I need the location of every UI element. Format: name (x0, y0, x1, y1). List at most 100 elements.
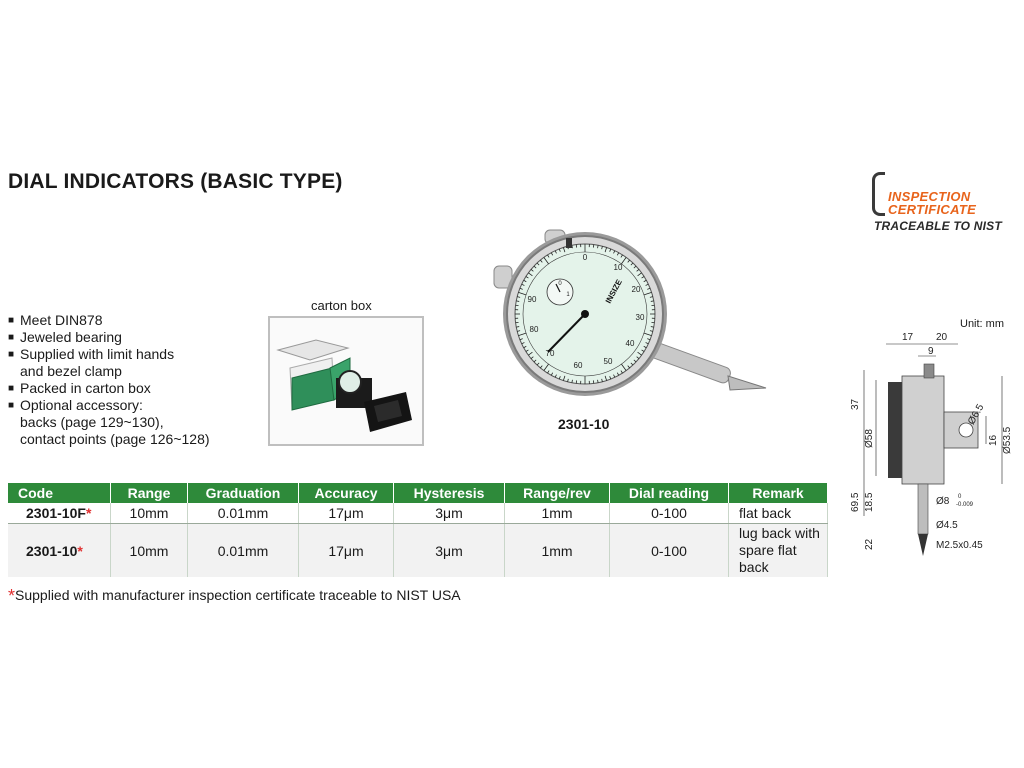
inspection-certificate-badge: INSPECTION CERTIFICATE TRACEABLE TO NIST (872, 172, 1012, 233)
dial-tick (643, 291, 652, 296)
dial-tick (562, 375, 566, 381)
dial-tick (601, 378, 603, 382)
dial-tick (533, 359, 537, 363)
dial-tick (525, 276, 529, 279)
cell-dial-reading: 0-100 (609, 503, 729, 524)
dial-tick (649, 296, 653, 298)
col-graduation: Graduation (187, 483, 299, 503)
dial-tick (550, 252, 554, 256)
feature-item: ■Jeweled bearing (8, 329, 122, 345)
dial-tick (597, 245, 599, 249)
feature-list: ■Meet DIN878 ■Jeweled bearing ■Supplied … (8, 312, 210, 448)
dial-number: 80 (530, 325, 539, 334)
dial-tick (627, 259, 630, 263)
cell-range: 10mm (110, 523, 188, 577)
dial-tick (645, 342, 649, 345)
dial-number: 60 (574, 361, 583, 370)
dial-tick (530, 269, 534, 272)
dial-tick (630, 262, 634, 266)
dial-tick (558, 248, 561, 252)
dial-tick (630, 362, 634, 366)
dial-tick (637, 351, 642, 356)
col-code: Code (8, 483, 111, 503)
dial-tick (558, 376, 561, 380)
dim-9: 9 (928, 346, 934, 357)
dial-tick (609, 248, 612, 252)
feature-item-cont: backs (page 129~130), (20, 414, 164, 430)
cell-range-rev: 1mm (504, 503, 610, 524)
certificate-line-1: INSPECTION (888, 189, 971, 204)
star-marker: * (77, 542, 83, 559)
col-range-rev: Range/rev (504, 483, 610, 503)
dial-tick (620, 370, 623, 374)
dial-tick (643, 332, 652, 337)
dim-22: 22 (864, 538, 875, 550)
feature-item: ■Optional accessory: (8, 397, 143, 413)
dial-tick (554, 374, 557, 378)
dial-number: 20 (632, 285, 641, 294)
certificate-line-2: CERTIFICATE (888, 202, 977, 217)
dial-tick (523, 279, 527, 283)
cell-range-rev: 1mm (504, 523, 610, 577)
dim-8-tolerance-lower: -0.009 (956, 502, 974, 508)
cell-remark: flat back (728, 503, 828, 524)
dial-tick (641, 349, 645, 352)
bullet-icon: ■ (8, 383, 15, 394)
dial-tick (636, 356, 640, 359)
certificate-bracket-icon (872, 172, 885, 216)
dial-tick (516, 300, 520, 302)
col-accuracy: Accuracy (298, 483, 394, 503)
dial-tick (567, 378, 569, 382)
dial-number: 70 (546, 349, 555, 358)
dial-tick (571, 379, 573, 383)
dial-tick (650, 326, 654, 328)
dim-20: 20 (936, 332, 948, 343)
dial-tick (643, 345, 647, 349)
dial-tick (597, 379, 599, 383)
dial-indicator-image: 0 10 20 30 40 50 60 70 80 90 0 1 INSIZE (490, 228, 770, 400)
col-range: Range (110, 483, 188, 503)
dial-tick (627, 365, 630, 369)
feature-item: ■Packed in carton box (8, 380, 151, 396)
dial-tick (528, 351, 533, 356)
dial-tick (540, 365, 543, 369)
dial-tick (613, 374, 616, 378)
dimension-drawing: 17 20 9 37 Ø58 69.5 18.5 22 Ø6.5 16 (850, 330, 1020, 570)
feature-item-cont: and bezel clamp (20, 363, 122, 379)
dial-tick (616, 372, 620, 376)
dim-69-5: 69.5 (850, 492, 861, 512)
dial-tick (550, 372, 554, 376)
dial-tick (650, 300, 654, 302)
carton-box-photo (268, 316, 424, 446)
spec-table: Code Range Graduation Accuracy Hysteresi… (8, 483, 828, 577)
dial-tick (543, 257, 549, 265)
cell-code: 2301-10F* (8, 503, 111, 524)
counter-number: 0 (558, 281, 562, 287)
gauge-model-label: 2301-10 (558, 416, 610, 432)
star-marker: * (85, 505, 92, 521)
cell-hysteresis: 3μm (393, 503, 505, 524)
cell-graduation: 0.01mm (187, 503, 299, 524)
table-row: 2301-10* 10mm 0.01mm 17μm 3μm 1mm 0-100 … (8, 523, 828, 577)
dial-tick (620, 254, 623, 258)
col-hysteresis: Hysteresis (393, 483, 505, 503)
dim-4-5: Ø4.5 (936, 520, 958, 531)
dial-tick (547, 254, 550, 258)
dial-tick (647, 287, 651, 290)
bullet-icon: ■ (8, 315, 15, 326)
dial-tick (621, 257, 627, 265)
dial-tick (521, 342, 525, 345)
footnote-star: * (8, 586, 16, 606)
dial-tick (518, 291, 527, 296)
dial-number: 10 (614, 263, 623, 272)
cell-accuracy: 17μm (298, 523, 394, 577)
dial-tick (609, 376, 612, 380)
dial-tick (643, 279, 647, 283)
counter-number: 1 (566, 292, 570, 298)
cell-code: 2301-10* (8, 523, 111, 577)
dial-tick (516, 326, 520, 328)
dim-8: Ø8 (936, 496, 950, 507)
dial-tick (554, 250, 557, 254)
feature-item: ■Meet DIN878 (8, 312, 103, 328)
